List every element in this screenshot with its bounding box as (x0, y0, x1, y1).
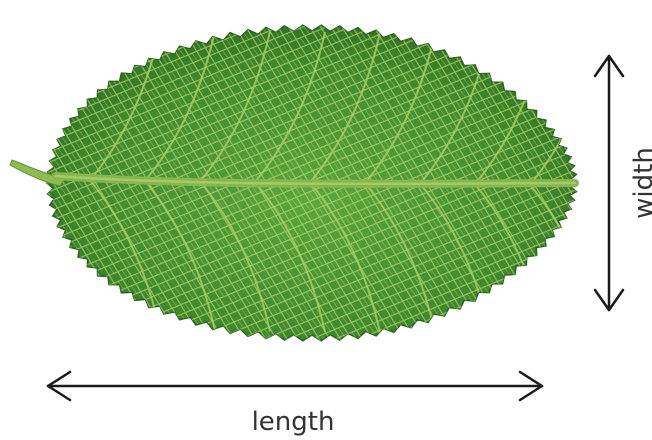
leaf (10, 10, 600, 350)
width-label: width (629, 147, 652, 219)
length-label: length (252, 407, 335, 437)
width-arrow (595, 56, 623, 310)
length-arrow (48, 372, 542, 400)
